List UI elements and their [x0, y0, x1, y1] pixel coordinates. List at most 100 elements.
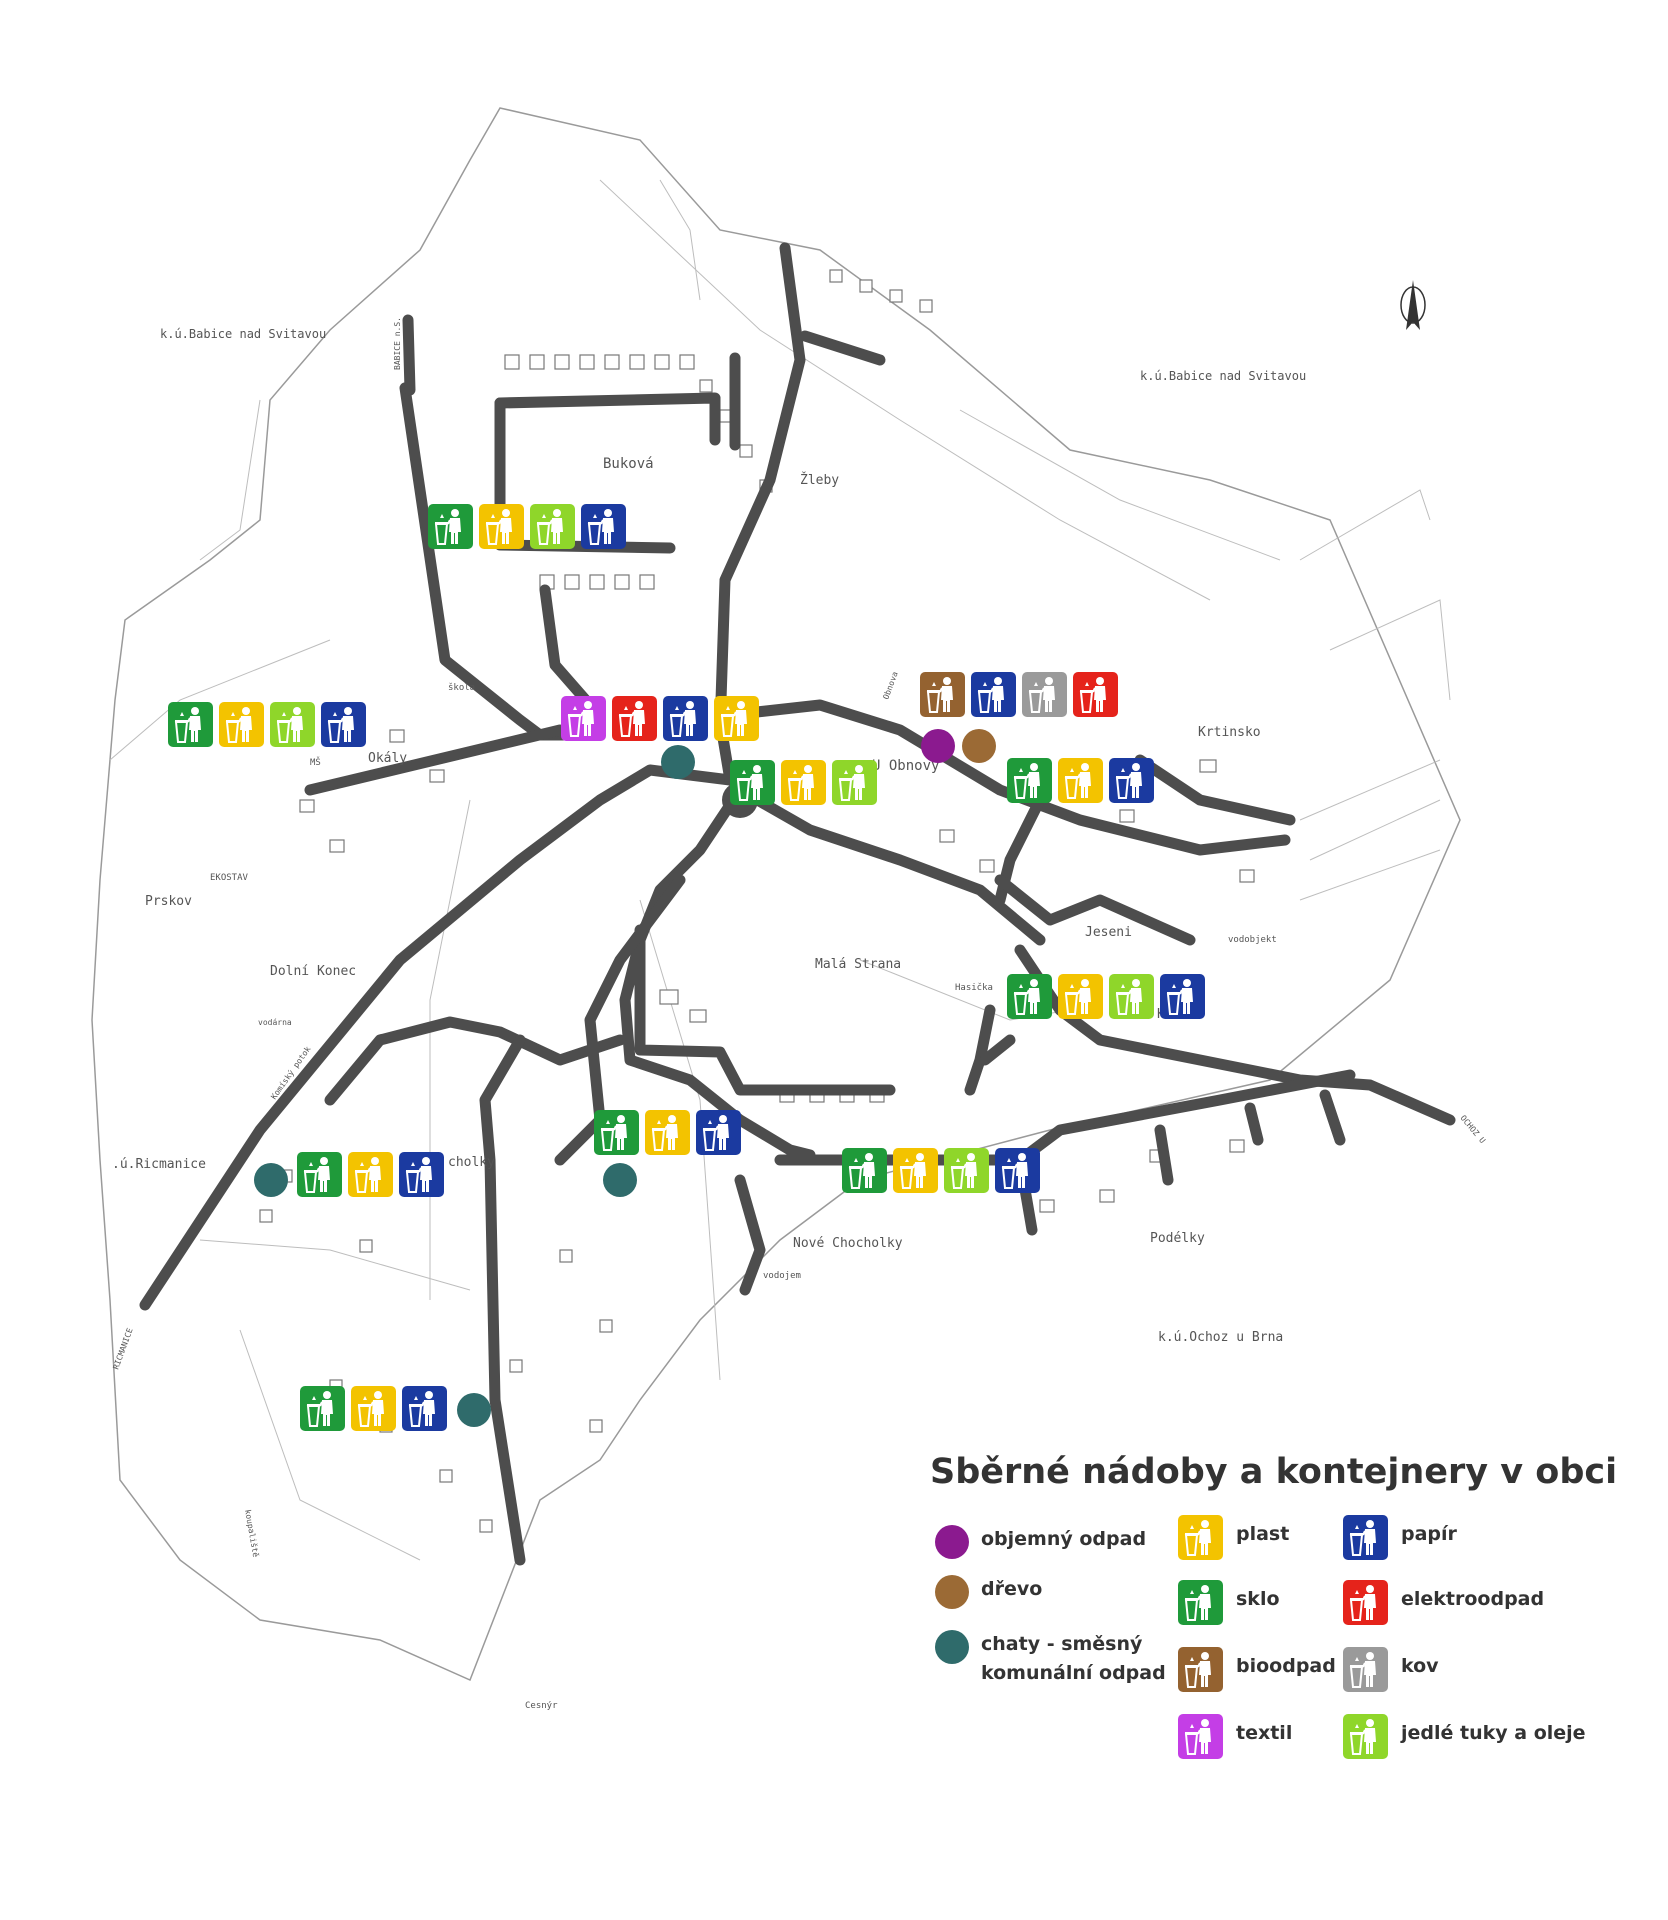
- legend-label-chaty2: komunální odpad: [981, 1662, 1166, 1684]
- roads: [139, 242, 1456, 1566]
- place-label-okaly: Okály: [368, 751, 407, 766]
- road-zleby-branch: [799, 330, 886, 366]
- bin-icon-sklo: [168, 702, 213, 747]
- place-label-malastrana: Malá Strana: [815, 957, 901, 972]
- place-label-cholky: cholky: [448, 1155, 495, 1170]
- place-label-hasicka: Hasička: [955, 982, 993, 993]
- bin-icon-elektro: [1073, 672, 1118, 717]
- place-label-obnova: Obnova: [881, 670, 899, 700]
- road-podelky2: [1154, 1124, 1174, 1186]
- place-label-babice2: k.ú.Babice nad Svitavou: [1140, 369, 1306, 383]
- bin-icon-plast: [351, 1386, 396, 1431]
- legend-label-chaty1: chaty - směsný: [981, 1633, 1143, 1655]
- road-bukova-top: [494, 392, 721, 446]
- legend-label-tuky: jedlé tuky a oleje: [1401, 1722, 1586, 1744]
- marker-chaty_south: [457, 1393, 491, 1427]
- road-zleby: [714, 242, 806, 736]
- place-label-ekostav: EKOSTAV: [210, 873, 249, 883]
- bin-icon-tuky: [530, 504, 575, 549]
- legend-label-papir: papír: [1401, 1523, 1457, 1545]
- legend-label-bioodpad: bioodpad: [1236, 1655, 1336, 1677]
- bin-icon-sklo: [300, 1386, 345, 1431]
- bin-icon-papir: [399, 1152, 444, 1197]
- bin-icon-sklo: [428, 504, 473, 549]
- bin-icon-papir: [696, 1110, 741, 1155]
- road-malastrana: [634, 924, 896, 1096]
- road-north-west: [399, 382, 576, 741]
- bin-icon-papir: [581, 504, 626, 549]
- legend-label-sklo: sklo: [1236, 1588, 1280, 1610]
- marker-chaty_ricmanice: [254, 1163, 288, 1197]
- place-label-koupaliste: koupaliště: [243, 1509, 261, 1558]
- place-label-dolnikonec: Dolní Konec: [270, 964, 356, 979]
- road-centre-s: [619, 784, 816, 1161]
- road-sw: [554, 874, 686, 1166]
- bin-icon-papir: [402, 1386, 447, 1431]
- road-centre-e: [734, 784, 1046, 946]
- north-arrow-icon: [1400, 280, 1426, 330]
- legend-label-objemny: objemný odpad: [981, 1528, 1147, 1550]
- place-label-babice1: k.ú.Babice nad Svitavou: [160, 327, 326, 341]
- legend-bin-icon-bioodpad: [1178, 1647, 1223, 1692]
- bin-icon-sklo: [730, 760, 775, 805]
- municipal-boundary: [91, 107, 1461, 1682]
- bin-icon-sklo: [594, 1110, 639, 1155]
- legend-bin-icon-elektro: [1343, 1580, 1388, 1625]
- legend-label-plast: plast: [1236, 1523, 1290, 1545]
- legend-bin-icon-kov: [1343, 1647, 1388, 1692]
- place-names: k.ú.Babice nad Svitavou k.ú.Babice nad Sv…: [111, 317, 1487, 1711]
- bin-icon-plast: [645, 1110, 690, 1155]
- bin-icon-kov: [1022, 672, 1067, 717]
- road-novecholky: [734, 1174, 766, 1296]
- legend-dot-chaty1: [935, 1630, 969, 1664]
- bin-icon-plast: [714, 696, 759, 741]
- bin-icon-plast: [1058, 758, 1103, 803]
- legend-bin-icon-tuky: [1343, 1714, 1388, 1759]
- legend-title: Sběrné nádoby a kontejnery v obci: [930, 1452, 1618, 1492]
- place-label-ricmanice_road: RICMANICE: [111, 1327, 134, 1371]
- road-podelky4: [1319, 1089, 1346, 1146]
- legend-label-elektro: elektroodpad: [1401, 1588, 1545, 1610]
- bin-icon-plast: [479, 504, 524, 549]
- place-label-ochozu: OCHOZ U: [1458, 1114, 1487, 1146]
- marker-chaty_chocholky: [603, 1163, 637, 1197]
- legend-dot-objemny: [935, 1525, 969, 1559]
- legend-label-drevo: dřevo: [981, 1578, 1043, 1600]
- bin-icon-sklo: [842, 1148, 887, 1193]
- road-chocholky: [324, 1016, 626, 1106]
- place-label-vodojem: vodojem: [763, 1271, 801, 1281]
- marker-objemny_map: [921, 729, 955, 763]
- legend-bin-icon-papir: [1343, 1515, 1388, 1560]
- place-label-cesnyr: Cesnýr: [525, 1701, 558, 1711]
- marker-chaty_naves: [661, 745, 695, 779]
- place-label-babicenS: BABICE n.S.: [393, 317, 402, 370]
- bin-icon-plast: [1058, 974, 1103, 1019]
- legend-label-textil: textil: [1236, 1722, 1293, 1744]
- place-label-ochoz: k.ú.Ochoz u Brna: [1158, 1330, 1283, 1345]
- road-krtinsko: [1134, 754, 1296, 826]
- road-okaly: [304, 724, 566, 796]
- road-main-west: [139, 764, 736, 1311]
- bin-icon-tuky: [270, 702, 315, 747]
- legend-dot-drevo: [935, 1575, 969, 1609]
- bin-icon-papir: [971, 672, 1016, 717]
- bin-icon-papir: [1160, 974, 1205, 1019]
- place-label-vodarna: vodárna: [258, 1018, 292, 1027]
- bin-icon-papir: [1109, 758, 1154, 803]
- bin-icon-plast: [348, 1152, 393, 1197]
- bin-icon-sklo: [1007, 758, 1052, 803]
- place-label-prskov: Prskov: [145, 894, 192, 909]
- bin-icon-papir: [995, 1148, 1040, 1193]
- place-label-vodobjekt: vodobjekt: [1228, 935, 1277, 945]
- bin-icon-plast: [893, 1148, 938, 1193]
- bin-icon-elektro: [612, 696, 657, 741]
- bin-icon-plast: [219, 702, 264, 747]
- legend-bin-icon-sklo: [1178, 1580, 1223, 1625]
- place-label-ms: MŠ: [310, 756, 321, 768]
- bin-icon-plast: [781, 760, 826, 805]
- road-skola: [539, 584, 596, 711]
- place-label-bukova: Buková: [603, 456, 654, 472]
- marker-drevo_map: [962, 729, 996, 763]
- place-label-uobnovy: U Obnovy: [872, 758, 939, 774]
